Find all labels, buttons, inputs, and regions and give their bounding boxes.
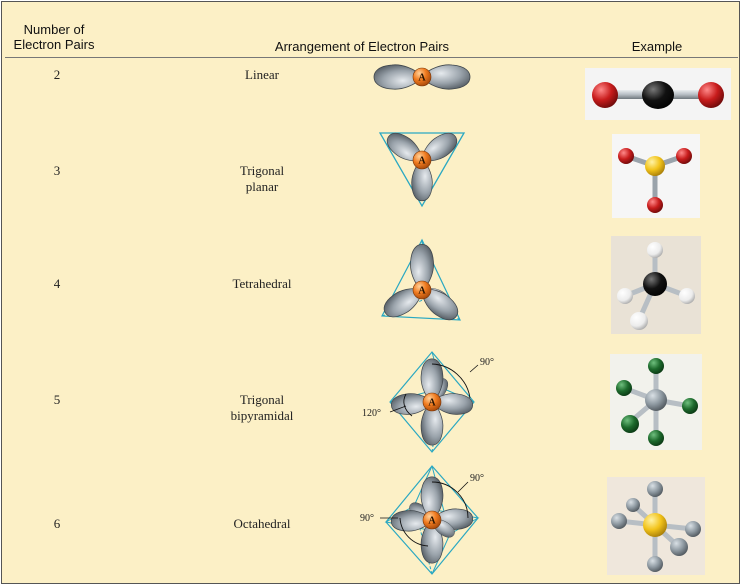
table-row-trigonal-bipyramidal: 5 Trigonal bipyramidal A <box>2 351 741 453</box>
arrangement-name: Tetrahedral <box>197 276 327 292</box>
pair-count: 6 <box>53 516 61 531</box>
central-atom-label: A <box>418 286 426 297</box>
arrangement-name: Trigonal planar <box>197 163 327 195</box>
arrangement-name-line1: Trigonal <box>239 163 285 178</box>
header-electron-pairs: Number of Electron Pairs <box>4 22 104 52</box>
arrangement-name-line1: Trigonal <box>239 392 285 407</box>
central-atom-label: A <box>428 516 436 527</box>
co2-model-photo <box>585 68 731 120</box>
header-arrangement: Arrangement of Electron Pairs <box>274 39 450 54</box>
central-atom-label: A <box>428 398 436 409</box>
pair-count: 4 <box>53 276 61 291</box>
table-row-linear: 2 Linear A <box>2 64 741 120</box>
angle-label-left: 90° <box>360 513 374 524</box>
trigonal-planar-geometry-diagram: A <box>378 127 466 208</box>
pcl5-model-photo <box>610 354 702 450</box>
arrangement-name: Linear <box>197 67 327 83</box>
central-atom-label: A <box>418 156 426 167</box>
linear-geometry-diagram: A <box>373 64 471 90</box>
header-divider <box>5 57 738 58</box>
table-row-trigonal-planar: 3 Trigonal planar A <box>2 127 741 220</box>
header-count-line2: Electron Pairs <box>13 37 95 52</box>
arrangement-name-line2: bipyramidal <box>230 408 294 423</box>
angle-label-equatorial: 120° <box>362 408 381 419</box>
header-example: Example <box>631 39 683 54</box>
so3-model-photo <box>612 134 700 218</box>
pair-count: 5 <box>53 392 61 407</box>
trigonal-bipyramidal-geometry-diagram: A 90° 120° <box>362 351 494 453</box>
table-row-octahedral: 6 Octahedral A <box>2 462 741 580</box>
tetrahedral-geometry-diagram: A <box>379 238 464 326</box>
arrangement-name: Trigonal bipyramidal <box>197 392 327 424</box>
arrangement-name-line1: Linear <box>245 67 279 82</box>
table-row-tetrahedral: 4 Tetrahedral A <box>2 236 741 336</box>
header-count-line1: Number of <box>23 22 85 37</box>
arrangement-name-line1: Tetrahedral <box>232 276 292 291</box>
angle-label-top: 90° <box>470 473 484 484</box>
octahedral-geometry-diagram: A 90° 90° <box>360 465 484 575</box>
central-atom-label: A <box>418 73 426 84</box>
arrangement-name-line1: Octahedral <box>233 516 291 531</box>
pair-count: 3 <box>53 163 61 178</box>
angle-label-axial: 90° <box>480 357 494 368</box>
ch4-model-photo <box>611 236 701 334</box>
pair-count: 2 <box>53 67 61 82</box>
sf6-model-photo <box>607 477 705 575</box>
arrangement-name-line2: planar <box>245 179 279 194</box>
arrangement-name: Octahedral <box>197 516 327 532</box>
